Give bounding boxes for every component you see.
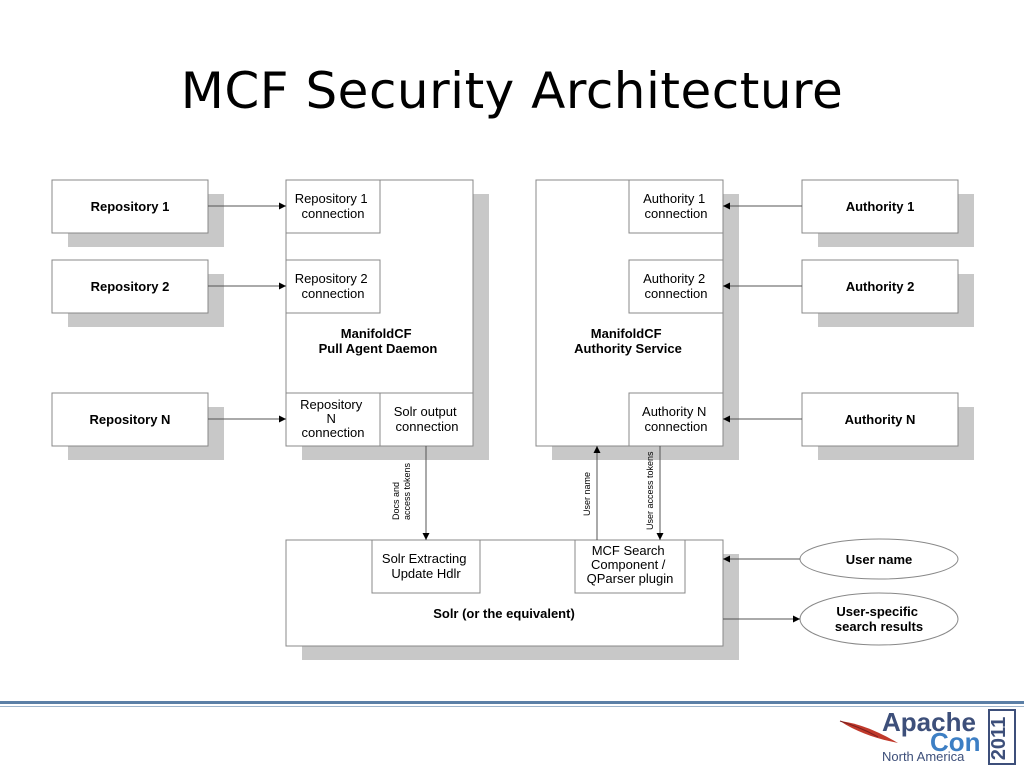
auth-n-connection-box	[628, 392, 724, 447]
logo-year-text: 2011	[988, 716, 1011, 761]
page-title: MCF Security Architecture	[180, 62, 844, 120]
solr-output-connection-box	[379, 392, 474, 447]
logo-con-text: Con	[930, 727, 981, 757]
architecture-diagram: Repository 1 Repository 2 Repository N R…	[51, 179, 974, 660]
solr-extracting-label: Solr Extracting Update Hdlr	[382, 551, 470, 581]
auth-2-connection-box	[628, 259, 724, 314]
auth-1-connection-box	[628, 179, 724, 234]
mcf-search-box	[574, 539, 686, 594]
authority-2-box	[801, 259, 959, 314]
solr-main-label: Solr (or the equivalent)	[433, 606, 575, 621]
repo-2-connection-label: Repository 2 connection	[295, 271, 372, 301]
repo-1-connection-box	[285, 179, 381, 234]
logo-year-box: 2011	[988, 709, 1016, 765]
repository-1-label: Repository 1	[91, 199, 170, 214]
authority-1-label: Authority 1	[846, 199, 915, 214]
authority-n-box	[801, 392, 959, 447]
pull-agent-label: ManifoldCF Pull Agent Daemon	[319, 326, 438, 356]
authority-service-label: ManifoldCF Authority Service	[574, 326, 682, 356]
repo-1-connection-label: Repository 1 connection	[295, 191, 372, 221]
logo-region-text: North America	[882, 749, 965, 764]
user-results-label: User-specific search results	[835, 604, 923, 634]
repository-n-label: Repository N	[90, 412, 171, 427]
user-name-label: User name	[846, 552, 912, 567]
feather-icon	[839, 720, 898, 743]
footer-rule-thin	[0, 706, 1024, 707]
repo-2-connection-box	[285, 259, 381, 314]
solr-output-connection-label: Solr output connection	[394, 404, 461, 434]
footer-rule	[0, 701, 1024, 704]
user-name-arrow-label: User name	[582, 472, 592, 516]
authority-1-box	[801, 179, 959, 234]
authority-2-label: Authority 2	[846, 279, 915, 294]
apachecon-logo: Apache Con North America 2011	[838, 707, 1020, 765]
repository-n-box	[51, 392, 209, 447]
auth-n-connection-label: Authority N connection	[642, 404, 710, 434]
auth-1-connection-label: Authority 1 connection	[643, 191, 709, 221]
user-access-tokens-label: User access tokens	[645, 451, 655, 530]
auth-2-connection-label: Authority 2 connection	[643, 271, 709, 301]
repository-2-label: Repository 2	[91, 279, 170, 294]
authority-n-label: Authority N	[845, 412, 916, 427]
repo-n-connection-box	[285, 392, 381, 447]
mcf-search-label: MCF Search Component / QParser plugin	[587, 543, 674, 586]
repo-n-connection-label: Repository N connection	[300, 397, 366, 440]
logo-apache-text: Apache	[882, 707, 976, 737]
docs-tokens-label: Docs and access tokens	[391, 462, 412, 520]
